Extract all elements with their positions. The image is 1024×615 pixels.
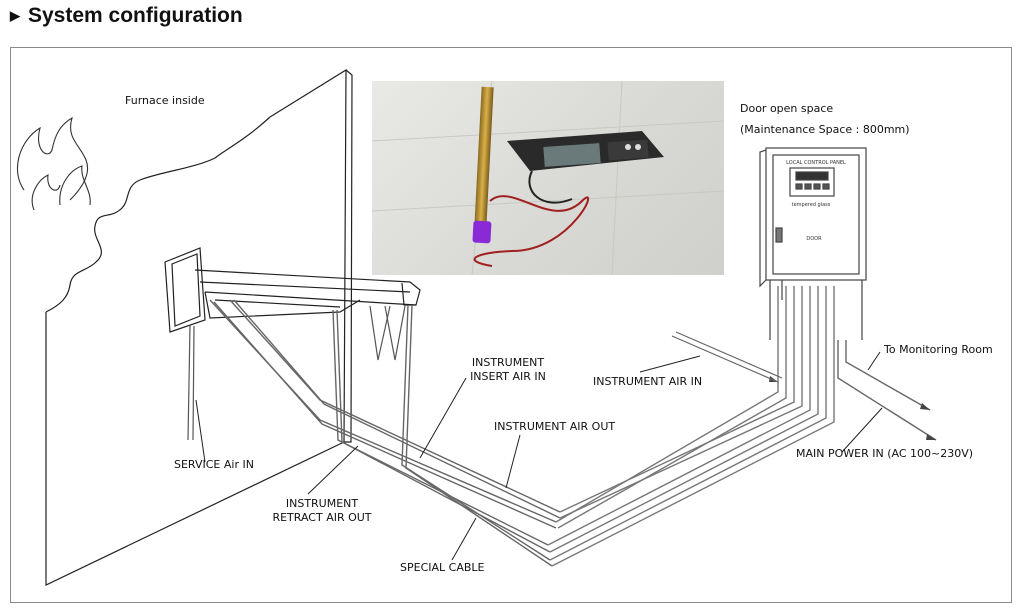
instrument-insert-air-in-line1: INSTRUMENT: [471, 356, 545, 369]
furnace-wall: [45, 68, 353, 586]
instrument-insert-air-in-line2: INSERT AIR IN: [470, 370, 546, 383]
instrument-retract-air-out-line1: INSTRUMENT: [285, 497, 359, 510]
diagram-frame: [10, 47, 1012, 603]
instrument-insert-air-in-label: INSTRUMENT INSERT AIR IN: [458, 356, 558, 384]
flame-icon: [16, 116, 91, 211]
probe-rod: [474, 86, 494, 228]
power-lines: [837, 340, 937, 441]
probe-photo: [372, 81, 724, 275]
section-heading: ▶ System configuration: [10, 4, 243, 28]
instrument-air-in-label: INSTRUMENT AIR IN: [593, 375, 703, 388]
main-power-in-label: MAIN POWER IN (AC 100~230V): [796, 447, 974, 460]
furnace-inside-label: Furnace inside: [125, 94, 205, 107]
panel-glass-text: tempered glass: [792, 202, 831, 208]
air-hoses: [209, 299, 561, 567]
maintenance-space-label: (Maintenance Space : 800mm): [740, 123, 910, 136]
instrument-retract-air-out-label: INSTRUMENT RETRACT AIR OUT: [262, 497, 382, 525]
panel-title-text: LOCAL CONTROL PANEL: [786, 160, 846, 166]
bullet-triangle-icon: ▶: [10, 8, 20, 23]
local-control-panel: [759, 147, 867, 340]
to-monitoring-room-label: To Monitoring Room: [884, 343, 993, 356]
instrument-air-in-line: [671, 335, 779, 383]
support-legs: [187, 305, 406, 441]
leader-lines: [195, 351, 883, 561]
instrument-air-out-label: INSTRUMENT AIR OUT: [494, 420, 616, 433]
wall-flange: [164, 247, 206, 333]
service-air-in-label: SERVICE Air IN: [174, 458, 254, 471]
page-title: System configuration: [28, 4, 243, 27]
instrument-retract-air-out-line2: RETRACT AIR OUT: [272, 511, 372, 524]
probe-tip: [472, 220, 492, 244]
panel-door-text: DOOR: [806, 236, 822, 242]
probe-photo-image: [372, 81, 724, 275]
cable-bundle: [547, 286, 835, 567]
special-cable-label: SPECIAL CABLE: [400, 561, 485, 574]
door-open-space-label: Door open space: [740, 102, 834, 115]
retractor-housing: [194, 269, 421, 319]
